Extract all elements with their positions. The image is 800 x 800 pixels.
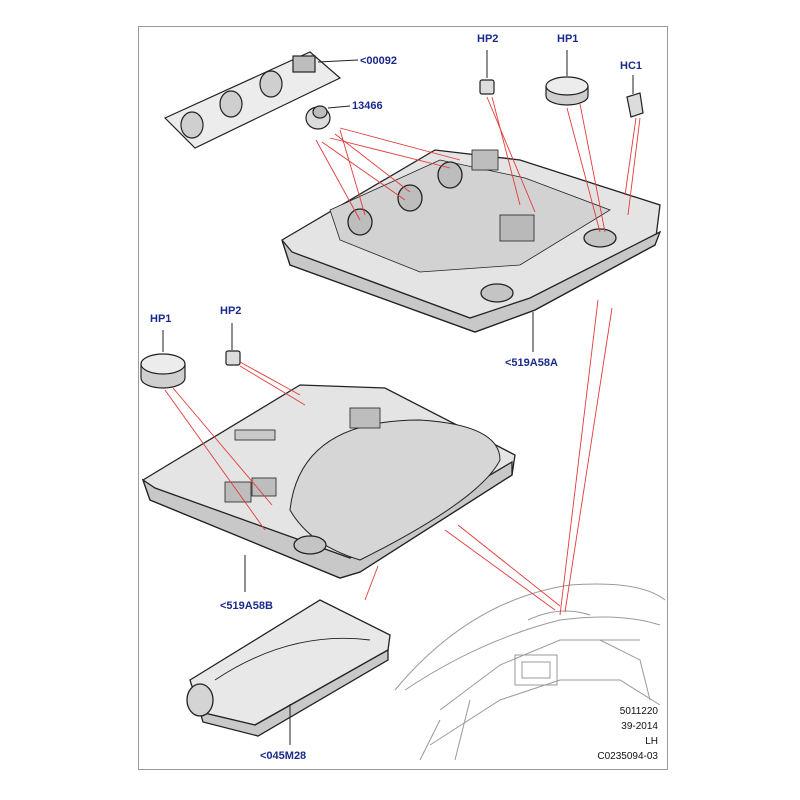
hp2-plug-mid (225, 350, 241, 366)
callout-519a58b: <519A58B (220, 600, 273, 612)
callout-hp1-top: HP1 (557, 33, 579, 45)
knob-part (305, 105, 331, 130)
hp1-pad-mid (140, 353, 186, 389)
hc1-clip (626, 92, 644, 118)
switch-panel (163, 51, 342, 149)
callout-00092: <00092 (360, 55, 398, 67)
hp2-plug-top (479, 79, 495, 95)
callout-045m28: <045M28 (260, 750, 307, 762)
red-leader-lines (164, 96, 641, 616)
meta-line-4: C0235094-03 (597, 751, 658, 762)
callout-hp2-top: HP2 (477, 33, 499, 45)
callout-519a58a: <519A58A (505, 357, 558, 369)
meta-line-1: 5011220 (619, 706, 658, 717)
callout-hc1: HC1 (620, 60, 643, 72)
callout-hp2-mid: HP2 (220, 305, 242, 317)
overhead-console-upper (281, 149, 662, 333)
black-leader-lines (162, 50, 634, 745)
vehicle-interior-outline (394, 583, 666, 761)
meta-line-3: LH (645, 736, 658, 747)
overhead-console-lower (141, 384, 516, 579)
callout-hp1-mid: HP1 (150, 313, 172, 325)
hp1-pad-top (545, 76, 589, 106)
storage-bin (186, 599, 391, 737)
meta-line-2: 39-2014 (621, 721, 658, 732)
callout-13466: 13466 (352, 100, 383, 112)
